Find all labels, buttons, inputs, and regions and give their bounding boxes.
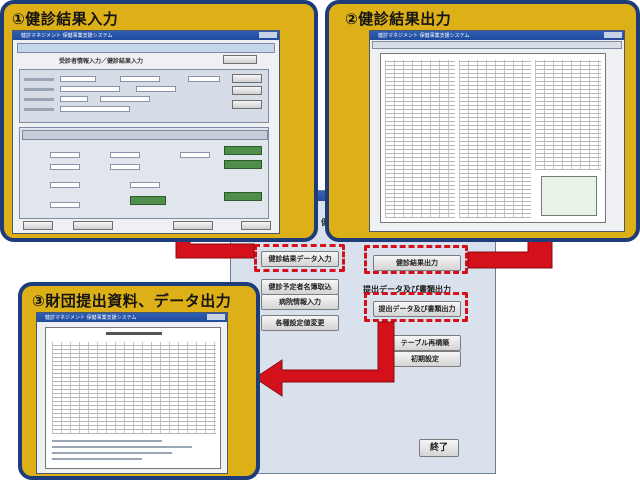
mini-button (232, 86, 262, 95)
mini-field (50, 164, 80, 170)
health-result-output-button[interactable]: 健診結果出力 (373, 255, 461, 271)
submission-section-label: 提出データ及び書類出力 (363, 285, 451, 294)
highlight-input-button (254, 244, 345, 272)
mini-button (73, 221, 113, 230)
mini-button (241, 221, 271, 230)
mini-field (180, 152, 210, 158)
input-panel: ①健診結果入力 健診マネジメント 保健事業支援システム 受診者情報入力／健診結果… (0, 0, 318, 242)
submission-report-sheet (45, 327, 221, 469)
input-window-title: 健診マネジメント 保健事業支援システム (21, 33, 113, 39)
submission-output-button[interactable]: 提出データ及び書類出力 (373, 301, 461, 317)
mini-field (110, 152, 140, 158)
mini-field (60, 106, 130, 112)
output-report-sheet (380, 53, 606, 223)
mini-field (60, 86, 120, 92)
mini-green-button (224, 160, 262, 169)
report-grid-middle (459, 60, 531, 218)
initial-settings-button[interactable]: 初期設定 (389, 351, 461, 367)
submission-screenshot-titlebar: 健診マネジメント 保健事業支援システム (37, 313, 227, 322)
mini-field (60, 96, 88, 102)
mini-label (24, 108, 54, 111)
hospital-info-input-button[interactable]: 病院情報入力 (261, 294, 339, 310)
mini-button (232, 100, 262, 109)
highlight-submission-button (364, 292, 468, 322)
result-tabs (22, 130, 268, 140)
mini-green-button (224, 192, 262, 201)
submission-window-title: 健診マネジメント 保健事業支援システム (45, 315, 137, 321)
mini-label (24, 78, 54, 81)
mini-field (136, 86, 176, 92)
window-controls (259, 32, 277, 38)
settings-change-button[interactable]: 各種設定値変更 (261, 315, 339, 331)
output-toolbar (372, 41, 622, 49)
input-screenshot-titlebar: 健診マネジメント 保健事業支援システム (13, 31, 279, 40)
output-screenshot: 健診マネジメント 保健事業支援システム (369, 30, 625, 232)
mini-button (223, 55, 257, 64)
submission-panel-title: ③財団提出資料、データ出力 (32, 292, 232, 310)
submission-panel: ③財団提出資料、データ出力 健診マネジメント 保健事業支援システム (18, 282, 260, 480)
examinee-info-section (19, 69, 269, 123)
table-rebuild-button[interactable]: テーブル再構築 (389, 335, 461, 351)
report-footnote (52, 446, 192, 448)
input-form-title: 受診者情報入力／健診結果入力 (59, 58, 144, 65)
input-toolbar (17, 43, 275, 53)
input-panel-title: ①健診結果入力 (12, 10, 119, 28)
arrow-to-submission-panel (254, 321, 395, 397)
mini-button (23, 221, 53, 230)
report-grid-left (385, 60, 455, 218)
window-controls (207, 314, 225, 320)
health-result-section (19, 127, 269, 219)
output-panel-title: ②健診結果出力 (345, 10, 452, 28)
submission-screenshot: 健診マネジメント 保健事業支援システム (36, 312, 228, 474)
mini-field (50, 202, 80, 208)
mini-field (60, 76, 96, 82)
mini-field (110, 164, 140, 170)
report-footnote (52, 458, 142, 460)
submission-report-grid (52, 342, 216, 434)
mini-field (50, 182, 80, 188)
highlight-output-button (364, 245, 468, 274)
output-window-title: 健診マネジメント 保健事業支援システム (378, 33, 470, 39)
mini-button (232, 74, 262, 83)
report-footnote (52, 440, 162, 442)
window-controls (604, 32, 622, 38)
mini-label (24, 98, 54, 101)
exit-button[interactable]: 終了 (419, 439, 459, 457)
input-screenshot: 健診マネジメント 保健事業支援システム 受診者情報入力／健診結果入力 (12, 30, 280, 234)
report-heading (106, 332, 162, 335)
mini-field (188, 76, 220, 82)
mini-button (173, 221, 213, 230)
report-notes-box (541, 176, 597, 216)
mini-field (100, 96, 150, 102)
report-footnote (52, 452, 172, 454)
report-grid-right (535, 60, 601, 170)
mini-field (130, 182, 160, 188)
mini-label (24, 88, 54, 91)
mini-field (120, 76, 160, 82)
mini-field (50, 152, 80, 158)
mini-green-button (130, 196, 166, 205)
output-screenshot-titlebar: 健診マネジメント 保健事業支援システム (370, 31, 624, 40)
health-result-data-input-button[interactable]: 健診結果データ入力 (261, 251, 339, 267)
mini-green-button (224, 146, 262, 155)
output-panel: ②健診結果出力 健診マネジメント 保健事業支援システム (325, 0, 640, 242)
